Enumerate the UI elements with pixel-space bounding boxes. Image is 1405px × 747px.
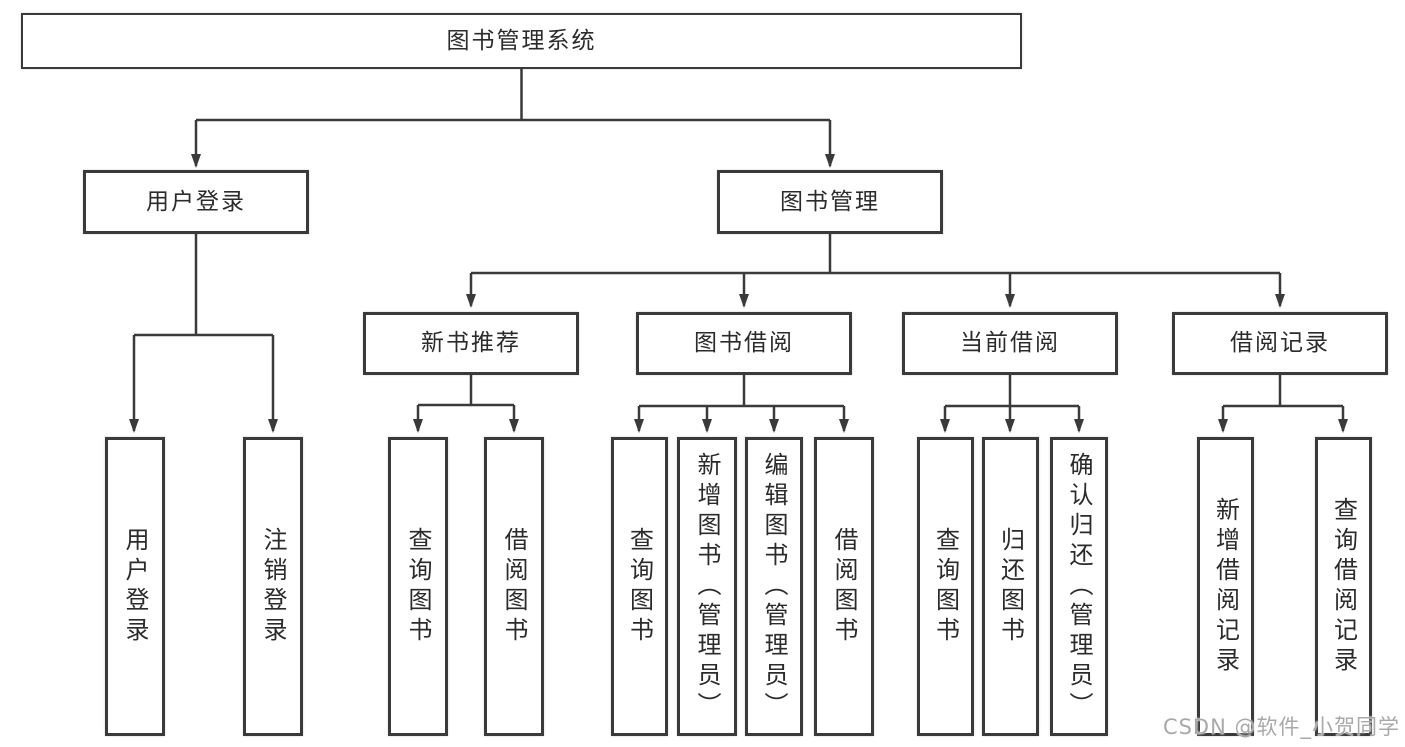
- leaf-label-borrowing-query-books: 查询图书: [625, 526, 654, 647]
- leaf-box-current-confirm-return: 确认归还（管理员）: [1050, 437, 1108, 736]
- leaf-label-borrowing-borrow-books: 借阅图书: [830, 526, 858, 647]
- node-box-new-book-recommend: 新书推荐: [363, 312, 579, 375]
- leaf-label-borrowing-add-books: 新增图书（管理员）: [693, 451, 721, 722]
- node-label-book-management: 图书管理: [780, 188, 880, 215]
- leaf-label-records-add-record: 新增借阅记录: [1211, 496, 1240, 677]
- node-label-user-login-branch: 用户登录: [146, 188, 246, 215]
- leaf-box-borrowing-query-books: 查询图书: [611, 437, 668, 736]
- leaf-label-current-return-books: 归还图书: [996, 526, 1025, 647]
- leaf-label-current-confirm-return: 确认归还（管理员）: [1065, 451, 1093, 722]
- leaf-box-current-return-books: 归还图书: [982, 437, 1039, 736]
- node-box-root: 图书管理系统: [21, 13, 1022, 69]
- node-box-book-management: 图书管理: [717, 170, 943, 234]
- leaf-label-borrowing-edit-books: 编辑图书（管理员）: [760, 451, 788, 722]
- node-label-borrow-records: 借阅记录: [1230, 330, 1330, 356]
- leaf-box-records-query-record: 查询借阅记录: [1315, 437, 1372, 736]
- node-box-borrow-records: 借阅记录: [1172, 312, 1388, 375]
- node-label-new-book-recommend: 新书推荐: [421, 330, 521, 356]
- leaf-label-recommend-borrow-books: 借阅图书: [500, 526, 528, 647]
- leaf-box-recommend-borrow-books: 借阅图书: [484, 437, 544, 736]
- leaf-box-borrowing-borrow-books: 借阅图书: [814, 437, 874, 736]
- node-label-root: 图书管理系统: [446, 27, 597, 54]
- leaf-label-logout: 注销登录: [259, 526, 287, 647]
- csdn-watermark: CSDN @软件_小贺同学: [1162, 715, 1400, 739]
- leaf-label-recommend-query-books: 查询图书: [404, 526, 432, 647]
- leaf-box-recommend-query-books: 查询图书: [388, 437, 448, 736]
- leaf-box-logout: 注销登录: [243, 437, 303, 736]
- leaf-box-user-login: 用户登录: [105, 437, 165, 736]
- leaf-label-user-login: 用户登录: [121, 526, 149, 647]
- leaf-box-records-add-record: 新增借阅记录: [1197, 437, 1254, 736]
- node-box-book-borrowing: 图书借阅: [636, 312, 852, 375]
- leaf-box-borrowing-add-books: 新增图书（管理员）: [677, 437, 737, 736]
- node-label-book-borrowing: 图书借阅: [694, 330, 794, 356]
- node-label-current-borrowing: 当前借阅: [960, 330, 1060, 356]
- leaf-label-records-query-record: 查询借阅记录: [1329, 496, 1358, 677]
- leaf-box-borrowing-edit-books: 编辑图书（管理员）: [745, 437, 803, 736]
- node-box-current-borrowing: 当前借阅: [902, 312, 1118, 375]
- node-box-user-login-branch: 用户登录: [83, 170, 309, 234]
- leaf-box-current-query-books: 查询图书: [917, 437, 974, 736]
- leaf-label-current-query-books: 查询图书: [931, 526, 960, 647]
